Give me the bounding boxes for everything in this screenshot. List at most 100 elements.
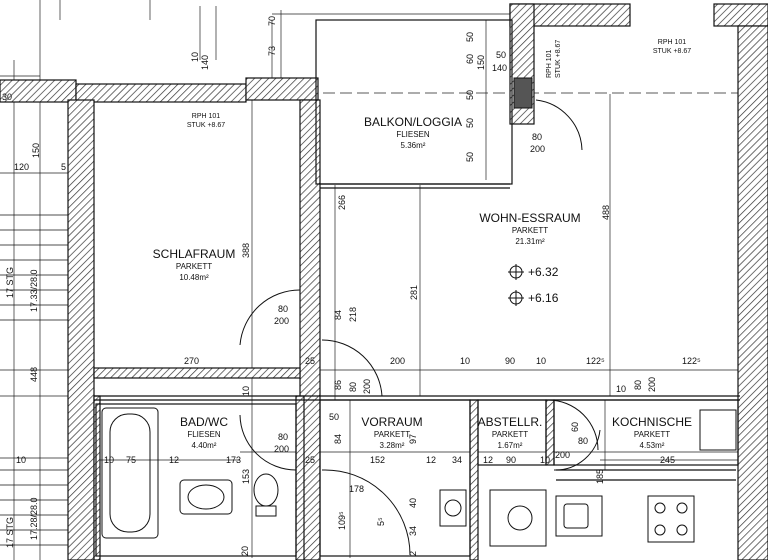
svg-text:17 STG: 17 STG: [5, 267, 15, 298]
svg-text:109⁵: 109⁵: [337, 511, 347, 530]
svg-text:10: 10: [536, 356, 546, 366]
svg-text:34: 34: [452, 455, 462, 465]
boiler: [507, 505, 533, 531]
window-frame: [513, 77, 533, 109]
svg-text:218: 218: [348, 307, 358, 322]
svg-text:40: 40: [408, 498, 418, 508]
svg-text:STUK +8.67: STUK +8.67: [653, 48, 691, 55]
wall-right: [737, 25, 768, 560]
svg-text:RPH 101: RPH 101: [192, 113, 221, 120]
door-kitchen-swing: [553, 429, 601, 471]
svg-text:200: 200: [530, 144, 545, 154]
partitions: [94, 19, 740, 557]
svg-text:WOHN-ESSRAUM: WOHN-ESSRAUM: [479, 211, 580, 225]
door-entrance-swing: [321, 469, 411, 556]
svg-text:200: 200: [390, 356, 405, 366]
svg-text:RPH 101: RPH 101: [546, 49, 553, 78]
fixtures: [101, 407, 737, 547]
svg-text:50: 50: [465, 90, 475, 100]
svg-text:ABSTELLR.: ABSTELLR.: [478, 415, 543, 429]
svg-text:84: 84: [333, 310, 343, 320]
door-balcony-swing: [535, 99, 583, 151]
wall-left-outer: [67, 99, 95, 560]
svg-text:80: 80: [532, 132, 542, 142]
svg-text:200: 200: [362, 379, 372, 394]
stairs: [0, 214, 68, 546]
svg-text:PARKETT: PARKETT: [492, 430, 528, 439]
room-bad-wc: BAD/WC FLIESEN 4.40m²: [180, 415, 228, 450]
svg-text:122⁵: 122⁵: [682, 356, 701, 366]
room-schlafraum: SCHLAFRAUM PARKETT 10.48m²: [153, 247, 236, 282]
doors: [239, 99, 601, 556]
walls: [0, 3, 768, 560]
svg-text:VORRAUM: VORRAUM: [361, 415, 422, 429]
svg-text:21.31m²: 21.31m²: [515, 237, 545, 246]
svg-text:PARKETT: PARKETT: [374, 430, 410, 439]
svg-text:150: 150: [476, 55, 486, 70]
door-bedroom-swing: [239, 289, 301, 346]
door-vorraum-swing: [321, 339, 383, 397]
svg-text:70: 70: [267, 16, 277, 26]
svg-text:84: 84: [333, 434, 343, 444]
svg-text:10: 10: [616, 384, 626, 394]
svg-text:60: 60: [465, 54, 475, 64]
svg-text:281: 281: [409, 285, 419, 300]
svg-text:140: 140: [492, 63, 507, 73]
svg-text:1.67m²: 1.67m²: [498, 441, 523, 450]
svg-text:PARKETT: PARKETT: [176, 262, 212, 271]
svg-text:200: 200: [274, 316, 289, 326]
svg-text:80: 80: [278, 304, 288, 314]
svg-text:4.53m²: 4.53m²: [640, 441, 665, 450]
svg-text:10: 10: [540, 455, 550, 465]
dimension-labels: 120 5 270 25 200 10 90 10 122⁵ 122⁵ 80 2…: [2, 92, 701, 494]
svg-text:200: 200: [274, 444, 289, 454]
svg-text:10.48m²: 10.48m²: [179, 273, 209, 282]
svg-text:150: 150: [31, 143, 41, 158]
svg-text:4.40m²: 4.40m²: [192, 441, 217, 450]
svg-text:120: 120: [14, 162, 29, 172]
svg-text:SCHLAFRAUM: SCHLAFRAUM: [153, 247, 236, 261]
svg-text:STUK +8.67: STUK +8.67: [187, 122, 225, 129]
svg-text:17.28/28.0: 17.28/28.0: [29, 497, 39, 540]
toilet: [253, 473, 279, 507]
svg-text:245: 245: [660, 455, 675, 465]
svg-text:80: 80: [633, 380, 643, 390]
svg-text:10: 10: [190, 52, 200, 62]
svg-text:10: 10: [241, 386, 251, 396]
ceiling-notes: RPH 101 STUK +8.67 RPH 101 STUK +8.67 RP…: [187, 39, 691, 129]
svg-text:30: 30: [2, 92, 12, 102]
svg-text:RPH 101: RPH 101: [658, 39, 687, 46]
svg-text:34: 34: [408, 526, 418, 536]
wall-bottom-bedroom: [93, 367, 301, 379]
door-bath-swing: [239, 414, 297, 471]
svg-text:12: 12: [169, 455, 179, 465]
wall-right-top: [713, 3, 768, 27]
svg-text:5.36m²: 5.36m²: [401, 141, 426, 150]
svg-text:97: 97: [408, 434, 418, 444]
svg-text:BAD/WC: BAD/WC: [180, 415, 228, 429]
svg-text:FLIESEN: FLIESEN: [187, 430, 221, 439]
bathtub: [101, 407, 159, 539]
svg-text:270: 270: [184, 356, 199, 366]
svg-text:5⁵: 5⁵: [376, 517, 386, 526]
svg-text:5: 5: [61, 162, 66, 172]
svg-text:20: 20: [240, 546, 250, 556]
svg-text:80: 80: [348, 382, 358, 392]
washing-machine: [439, 489, 467, 527]
svg-text:12: 12: [483, 455, 493, 465]
exhaust-symbol: [699, 409, 737, 451]
svg-text:25: 25: [305, 455, 315, 465]
level-upper: +6.32: [528, 265, 559, 279]
svg-text:50: 50: [329, 412, 339, 422]
svg-text:BALKON/LOGGIA: BALKON/LOGGIA: [364, 115, 462, 129]
svg-text:488: 488: [601, 205, 611, 220]
svg-text:86: 86: [333, 380, 343, 390]
svg-text:50: 50: [465, 152, 475, 162]
svg-text:388: 388: [241, 243, 251, 258]
svg-text:448: 448: [29, 367, 39, 382]
svg-text:90: 90: [506, 455, 516, 465]
svg-text:152: 152: [370, 455, 385, 465]
wall-mid-v: [93, 395, 101, 560]
svg-text:50: 50: [465, 118, 475, 128]
